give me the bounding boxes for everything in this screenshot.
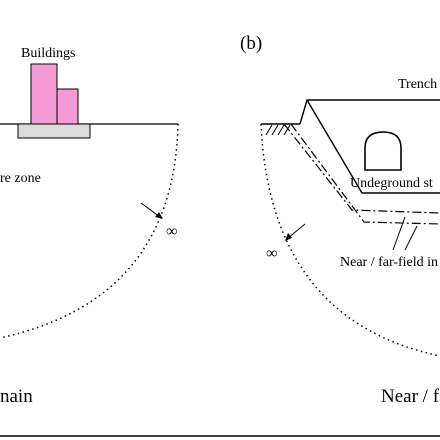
short-building [56, 88, 79, 125]
right-infinity-arrow [287, 223, 306, 239]
right-caption: Near / f [381, 386, 440, 407]
zone-label: re zone [0, 171, 41, 186]
ground-hatch [265, 124, 291, 136]
left-infinite-boundary [0, 123, 179, 339]
underground-structure [364, 131, 402, 171]
left-caption: nain [0, 386, 33, 407]
near-far-field-label: Near / far-field in [340, 255, 438, 270]
left-panel: Buildings re zone ∞ nain [0, 46, 179, 407]
left-infinity-arrow [140, 202, 161, 218]
left-infinity-arrowhead [155, 212, 163, 219]
right-infinity-arrowhead [285, 233, 292, 241]
near-far-pointer-2 [404, 225, 418, 251]
trench-outline [299, 99, 440, 125]
tall-building [30, 63, 58, 125]
left-infinity-symbol: ∞ [166, 223, 177, 240]
right-infinity-symbol: ∞ [266, 245, 277, 262]
buildings-label: Buildings [21, 46, 75, 61]
excavation-slope [306, 99, 363, 194]
trench-label: Trench [398, 77, 437, 92]
panel-b-label: (b) [240, 33, 262, 54]
right-panel: (b) Trench Undeground st Near / far-fiel… [240, 33, 440, 407]
foundation-slab [17, 123, 91, 139]
near-far-pointer-1 [392, 216, 406, 251]
near-field-boundary-outer [283, 123, 440, 214]
right-infinite-boundary [260, 123, 440, 357]
near-field-boundary-inner [290, 123, 440, 225]
underground-label: Undeground st [350, 176, 433, 191]
